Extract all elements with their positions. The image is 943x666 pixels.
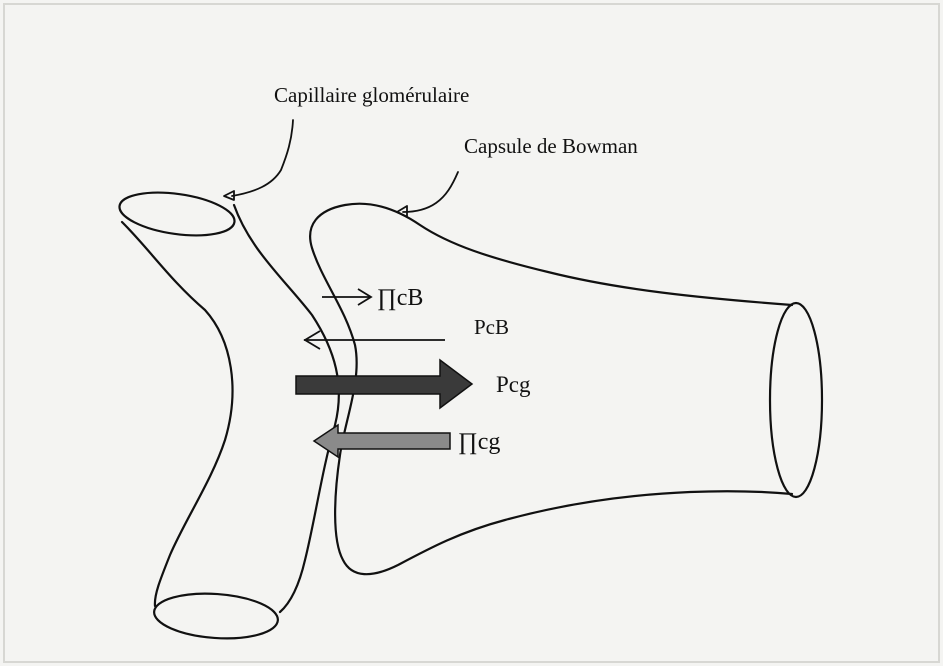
capillary-right-wall	[234, 205, 339, 612]
pi-cg-arrow	[314, 425, 450, 457]
capillary-label: Capillaire glomérulaire	[274, 83, 469, 107]
pi-cg-label: ∏cg	[458, 429, 500, 455]
capillary-top-opening	[117, 186, 237, 242]
figure-border	[4, 4, 939, 662]
capsule-pointer-line	[403, 172, 458, 212]
p-cb-label: PcB	[474, 315, 509, 339]
pi-cb-label: ∏cB	[377, 285, 423, 311]
capillary-left-wall	[122, 222, 232, 606]
capillary-pointer-line	[232, 120, 293, 196]
capillary-bottom-opening	[153, 590, 280, 643]
p-cg-arrow	[296, 360, 472, 408]
capsule-label: Capsule de Bowman	[464, 134, 638, 158]
p-cg-label: Pcg	[496, 372, 531, 397]
capsule-right-opening	[770, 303, 822, 497]
pi-cb-arrow	[322, 289, 371, 305]
glomerular-capillary	[117, 186, 339, 642]
p-cb-arrow	[304, 331, 445, 349]
